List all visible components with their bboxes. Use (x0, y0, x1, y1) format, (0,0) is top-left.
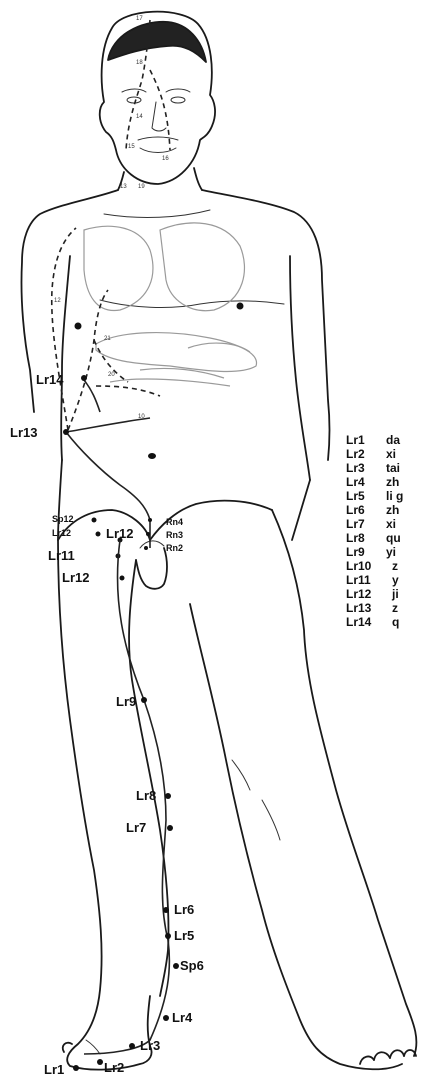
legend-name-lr9: yi (386, 545, 396, 559)
meridian-internal-path-c (96, 386, 160, 396)
label-lr13: Lr13 (10, 425, 37, 440)
legend-code-lr3: Lr3 (346, 461, 365, 475)
meridian-lr14-path (84, 380, 100, 412)
label-lr5: Lr5 (174, 928, 194, 943)
label-rn4: Rn4 (166, 517, 183, 527)
legend-code-lr9: Lr9 (346, 545, 365, 559)
legend-code-lr6: Lr6 (346, 503, 365, 517)
meridian-lr13-to-groin (66, 432, 150, 520)
meridian-leg-path (84, 540, 169, 1054)
legend-name-lr14: q (392, 615, 399, 629)
head (100, 12, 215, 190)
legend-code-lr7: Lr7 (346, 517, 365, 531)
legend-name-lr1: da (386, 433, 400, 447)
legend-name-lr4: zh (386, 475, 399, 489)
point-rn2 (144, 546, 148, 550)
point-rn4 (148, 518, 152, 522)
point-lr6 (163, 907, 169, 913)
label-12: 12 (54, 298, 61, 304)
legend: Lr1 da Lr2 xi Lr3 tai Lr4 zh Lr5 li g Lr… (346, 433, 403, 629)
legend-name-lr10: z (392, 559, 398, 573)
legend-name-lr12: ji (391, 587, 399, 601)
internal-organs (84, 223, 257, 386)
label-lr11: Lr11 (48, 548, 75, 563)
point-lr3 (129, 1043, 135, 1049)
label-lr6: Lr6 (174, 902, 194, 917)
point-lr9 (141, 697, 147, 703)
legend-name-lr11: y (392, 573, 399, 587)
point-lr12-lower (120, 576, 125, 581)
legend-name-lr13: z (392, 601, 398, 615)
label-15: 15 (128, 144, 135, 150)
label-lr14: Lr14 (36, 372, 64, 387)
label-20: 20 (108, 372, 115, 378)
legend-code-lr2: Lr2 (346, 447, 365, 461)
legend-code-lr11: Lr11 (346, 573, 371, 587)
legend-name-lr6: zh (386, 503, 399, 517)
point-lr13 (63, 429, 69, 435)
label-18: 18 (136, 60, 143, 66)
label-13: 13 (120, 184, 127, 190)
left-nipple (75, 323, 82, 330)
legend-name-lr5: li g (386, 489, 403, 503)
navel (148, 453, 156, 459)
point-lr5 (165, 933, 171, 939)
label-lr12-upper: Lr12 (106, 526, 133, 541)
label-lr12-lower: Lr12 (62, 570, 89, 585)
label-lr9: Lr9 (116, 694, 136, 709)
legend-code-lr4: Lr4 (346, 475, 365, 489)
point-sp12 (96, 532, 101, 537)
label-lr1: Lr1 (44, 1062, 64, 1077)
legend-code-lr8: Lr8 (346, 531, 365, 545)
legend-name-lr2: xi (386, 447, 396, 461)
legend-name-lr8: qu (386, 531, 401, 545)
pelvis (58, 501, 272, 589)
point-lr2 (97, 1059, 103, 1065)
label-lr8: Lr8 (136, 788, 156, 803)
legend-name-lr3: tai (386, 461, 400, 475)
label-14: 14 (136, 114, 143, 120)
point-lr8 (165, 793, 171, 799)
point-lr4 (163, 1015, 169, 1021)
point-lr1 (73, 1065, 79, 1071)
torso (21, 190, 329, 540)
right-nipple (237, 303, 244, 310)
point-lr7 (167, 825, 173, 831)
point-rn3 (146, 532, 150, 536)
label-lr3: Lr3 (140, 1038, 160, 1053)
legend-code-lr1: Lr1 (346, 433, 365, 447)
legend-code-lr13: Lr13 (346, 601, 372, 615)
meridian-lr13-path (66, 418, 150, 432)
label-lr4: Lr4 (172, 1010, 193, 1025)
label-16: 16 (162, 156, 169, 162)
label-sp13: Sp12 (52, 514, 74, 524)
label-sp6: Sp6 (180, 958, 204, 973)
legend-code-lr14: Lr14 (346, 615, 372, 629)
label-sp12: Lr12 (52, 528, 71, 538)
point-sp6 (173, 963, 179, 969)
point-lr14 (81, 375, 87, 381)
label-lr7: Lr7 (126, 820, 146, 835)
label-rn3: Rn3 (166, 530, 183, 540)
legend-code-lr10: Lr10 (346, 559, 372, 573)
label-21: 21 (104, 336, 111, 342)
label-rn2: Rn2 (166, 543, 183, 553)
label-17: 17 (136, 16, 143, 22)
meridian-internal-path-a (68, 290, 108, 430)
label-lr2: Lr2 (104, 1060, 124, 1075)
legend-code-lr5: Lr5 (346, 489, 365, 503)
point-sp13 (92, 518, 97, 523)
legend-name-lr7: xi (386, 517, 396, 531)
label-19: 19 (138, 184, 145, 190)
legend-code-lr12: Lr12 (346, 587, 372, 601)
